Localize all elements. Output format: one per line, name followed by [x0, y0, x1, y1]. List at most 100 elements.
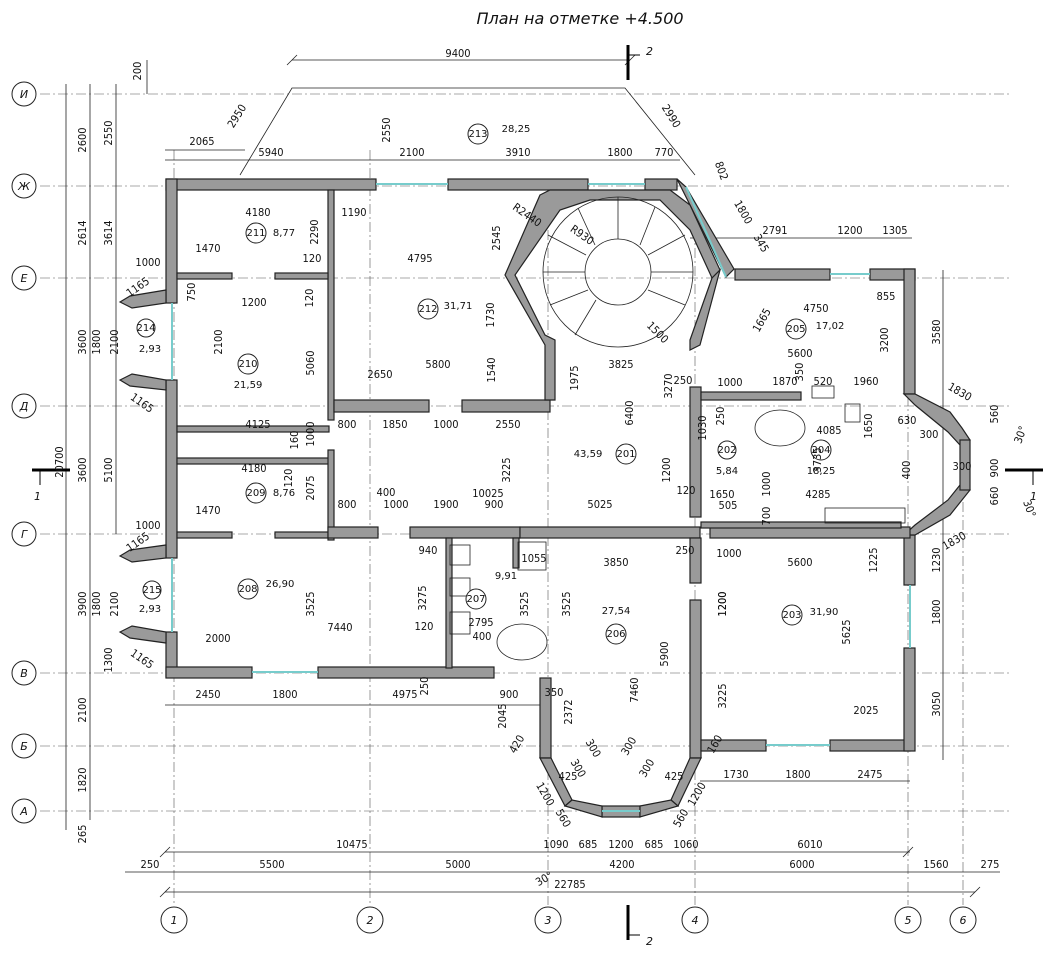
section-marks: 2 2 1 1	[32, 45, 1043, 948]
dim-text: 5060	[304, 350, 317, 375]
dim-text: 120	[303, 289, 316, 308]
roof-outline	[239, 87, 696, 176]
room-area: 9,91	[495, 571, 517, 582]
axis-col-label: 3	[545, 914, 552, 927]
room-number: 201	[616, 449, 635, 460]
dim-text: 5600	[787, 347, 812, 360]
plan-title: План на отметке +4.500	[476, 9, 683, 28]
dim-text: 420	[507, 733, 528, 756]
dim-text: 1200	[716, 591, 729, 616]
room-area: 8,77	[273, 228, 295, 239]
dim-text: 300	[619, 735, 640, 758]
dim-text: 1830	[940, 529, 968, 553]
dim-text: 10025	[472, 487, 503, 500]
dim-text: 5800	[425, 358, 450, 371]
dim-text: 505	[719, 499, 738, 512]
dim-text: 6400	[623, 400, 636, 425]
dim-text: 160	[705, 733, 726, 756]
dim-text: 1800	[607, 146, 632, 159]
dim-text: 2475	[857, 768, 882, 781]
dim-text: 5100	[102, 457, 115, 482]
dim-text: 1500	[644, 319, 671, 346]
dim-text: 5500	[259, 858, 284, 871]
dim-text: 120	[303, 252, 322, 265]
axis-col-label: 2	[367, 914, 374, 927]
dim-text: 855	[877, 290, 896, 303]
dim-text: 1650	[862, 413, 875, 438]
dim-text: 5000	[445, 858, 470, 871]
dim-text: 3050	[930, 691, 943, 716]
dim-text: 1190	[341, 206, 366, 219]
dim-text: 1305	[882, 224, 907, 237]
dim-text: 2990	[659, 102, 683, 130]
dim-text: 400	[900, 461, 913, 480]
dim-text: 1850	[382, 418, 407, 431]
dim-text: 400	[377, 486, 396, 499]
dim-text: 2791	[762, 224, 787, 237]
dim-text: 1000	[716, 547, 741, 560]
room-area: 31,71	[444, 301, 473, 312]
dim-text: 1000	[433, 418, 458, 431]
dim-text: 1470	[195, 504, 220, 517]
room-number: 206	[606, 629, 625, 640]
dim-text: 3600	[76, 329, 89, 354]
axis-col-label: 1	[171, 914, 178, 927]
axis-row-label: Е	[21, 272, 28, 285]
dim-text: 1000	[760, 471, 773, 496]
dim-text: 2372	[562, 699, 575, 724]
dim-text: 2100	[76, 697, 89, 722]
dim-text: 1225	[867, 547, 880, 572]
section-mark-left: 1	[34, 490, 41, 503]
dim-text: 2450	[195, 688, 220, 701]
room-area: 21,59	[234, 380, 263, 391]
dim-text: 1200	[716, 591, 729, 616]
dim-text: 560	[553, 807, 574, 830]
dim-text: 1800	[90, 329, 103, 354]
dim-text: 3225	[500, 457, 513, 482]
dim-text: 1820	[76, 767, 89, 792]
dim-text: 1000	[717, 376, 742, 389]
dim-text: 4085	[816, 424, 841, 437]
dim-text: 700	[760, 507, 773, 526]
dim-text: 4180	[245, 206, 270, 219]
dim-text: 1300	[102, 647, 115, 672]
dim-text: 900	[485, 498, 504, 511]
dim-text: 3825	[608, 358, 633, 371]
dim-text: 120	[282, 469, 295, 488]
dim-text: 1560	[923, 858, 948, 871]
dim-text: 1830	[946, 380, 974, 404]
dim-text: 200	[131, 62, 144, 81]
room-area: 31,90	[810, 607, 839, 618]
room-number: 215	[142, 585, 161, 596]
dim-text: 4125	[245, 418, 270, 431]
dim-text: 1000	[135, 256, 160, 269]
dim-text: 802	[712, 160, 731, 182]
room-area: 5,84	[716, 466, 738, 477]
dim-text: 6010	[797, 838, 822, 851]
dim-text: 560	[988, 405, 1001, 424]
dim-text: 7460	[628, 677, 641, 702]
dim-text: 1230	[930, 547, 943, 572]
dim-text: 22785	[554, 878, 585, 891]
dim-text: 1470	[195, 242, 220, 255]
dim-text: 1200	[241, 296, 266, 309]
dim-text: 940	[419, 544, 438, 557]
dim-text: 5600	[787, 556, 812, 569]
dim-text: 1730	[723, 768, 748, 781]
dim-text: 250	[674, 374, 693, 387]
dim-text: 300	[953, 460, 972, 473]
dim-text: 800	[338, 498, 357, 511]
dim-text: 2545	[490, 225, 503, 250]
dimension-lines	[65, 54, 1000, 898]
dim-text: 3275	[416, 585, 429, 610]
dim-text: 3850	[603, 556, 628, 569]
dim-text: 685	[579, 838, 598, 851]
dim-text: 2065	[189, 135, 214, 148]
dim-text: 630	[898, 414, 917, 427]
dim-text: 120	[415, 620, 434, 633]
room-number: 210	[238, 359, 257, 370]
